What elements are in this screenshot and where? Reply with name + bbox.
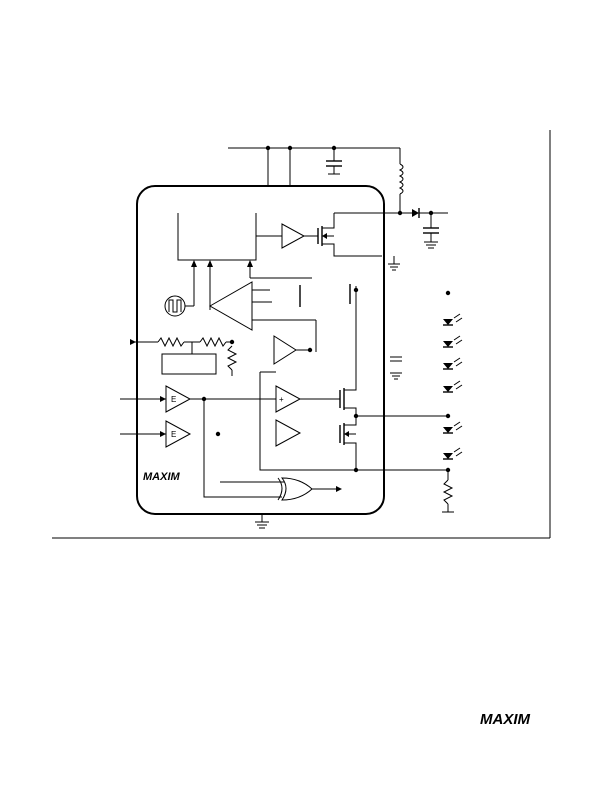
diode-icon — [412, 208, 420, 218]
gate-driver — [256, 223, 318, 249]
op-amp-icon — [275, 419, 302, 447]
logic-inputs — [191, 260, 312, 310]
enable-input-1: E — [120, 385, 282, 498]
enable-input-2: E — [120, 420, 221, 448]
ground-icon — [390, 356, 402, 380]
resistor-icon — [442, 479, 454, 505]
led-icon — [443, 421, 463, 434]
comparator-symbol: E — [171, 395, 176, 404]
resistor-icon — [226, 345, 238, 371]
ground-icon — [255, 514, 269, 529]
mosfet-icon — [317, 213, 382, 257]
mosfet-icon — [339, 286, 357, 416]
led-icon — [443, 380, 463, 393]
or-gate-icon — [220, 477, 342, 501]
pwm-comparator — [208, 281, 317, 352]
oscillator-icon — [164, 295, 195, 317]
led-icon — [443, 335, 463, 348]
supply-rail — [228, 145, 400, 187]
inductor-icon — [398, 148, 404, 213]
maxim-logo-footer: MAXIM — [480, 711, 531, 728]
led-icon — [443, 313, 463, 326]
maxim-logo-inside: MAXIM — [143, 471, 181, 483]
capacitor-icon — [326, 148, 342, 175]
op-amp-icon: + — [275, 385, 340, 413]
mosfet-icon — [339, 416, 357, 470]
output-stage — [334, 208, 448, 249]
led-string — [442, 290, 463, 513]
led-icon — [443, 357, 463, 370]
resistor-icon — [157, 336, 185, 348]
feedback-network — [130, 336, 238, 376]
comparator-symbol: E — [171, 430, 176, 439]
ground-icon — [388, 256, 400, 271]
figure-frame — [52, 130, 551, 539]
control-logic-block — [177, 213, 257, 261]
amp-plus: + — [279, 395, 284, 404]
capacitor-icon — [423, 213, 439, 249]
resistor-icon — [199, 336, 227, 348]
ic-package — [136, 185, 385, 515]
led-icon — [443, 447, 463, 460]
op-amp-icon — [273, 335, 313, 365]
